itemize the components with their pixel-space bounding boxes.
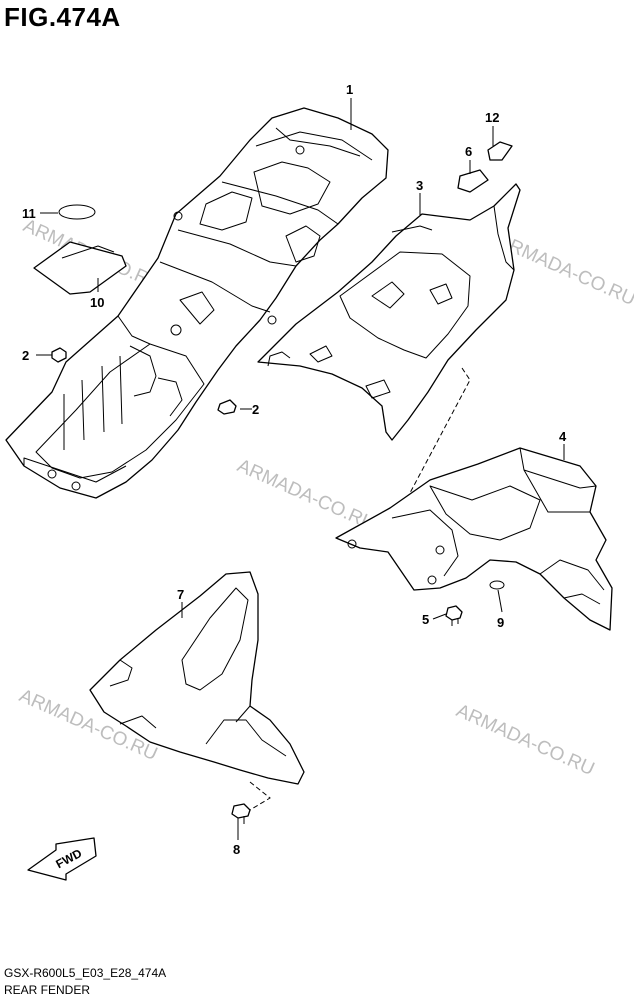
- callout-8: 8: [233, 842, 240, 857]
- bolt-2-upper: [51, 347, 67, 363]
- callout-1: 1: [346, 82, 353, 97]
- part-11-ring: [58, 204, 96, 220]
- watermark-2: ARMADA-CO.RU: [494, 230, 634, 310]
- callout-4: 4: [559, 429, 567, 444]
- watermark-5: ARMADA-CO.RU: [453, 700, 598, 780]
- figure-title: FIG.474A: [4, 2, 121, 32]
- part-12-cushion: [487, 141, 513, 161]
- part-3-rear-fender: [257, 183, 521, 441]
- bolt-2-lower: [217, 399, 237, 415]
- callout-12: 12: [485, 110, 499, 125]
- watermark-3: ARMADA-CO.RU: [234, 455, 379, 535]
- callout-5: 5: [422, 612, 429, 627]
- part-10-pad: [33, 241, 127, 295]
- callout-2-upper: 2: [22, 348, 29, 363]
- callout-7: 7: [177, 587, 184, 602]
- figure-code: GSX-R600L5_E03_E28_474A: [4, 966, 167, 980]
- part-4-mud-guard: [335, 447, 613, 631]
- callout-3: 3: [416, 178, 423, 193]
- callout-9: 9: [497, 615, 504, 630]
- callout-6: 6: [465, 144, 472, 159]
- part-6-cushion: [457, 169, 489, 193]
- fwd-arrow: FWD: [27, 837, 97, 881]
- figure-caption: REAR FENDER: [4, 983, 91, 997]
- part-7-rear-hugger: [89, 571, 305, 785]
- callout-10: 10: [90, 295, 104, 310]
- callout-2-lower: 2: [252, 402, 259, 417]
- bolt-8: [231, 803, 251, 826]
- part-9-washer: [489, 580, 505, 590]
- part-1-rear-fender-inner: [5, 107, 389, 499]
- guide-line-1: [401, 367, 471, 509]
- guide-line-2: [249, 781, 271, 811]
- bolt-5: [445, 605, 463, 626]
- callout-11: 11: [22, 206, 36, 221]
- callouts: 1 2 2 3 4 5 6 7 8 9 10 11 12: [22, 82, 567, 857]
- leader-lines: [36, 98, 565, 840]
